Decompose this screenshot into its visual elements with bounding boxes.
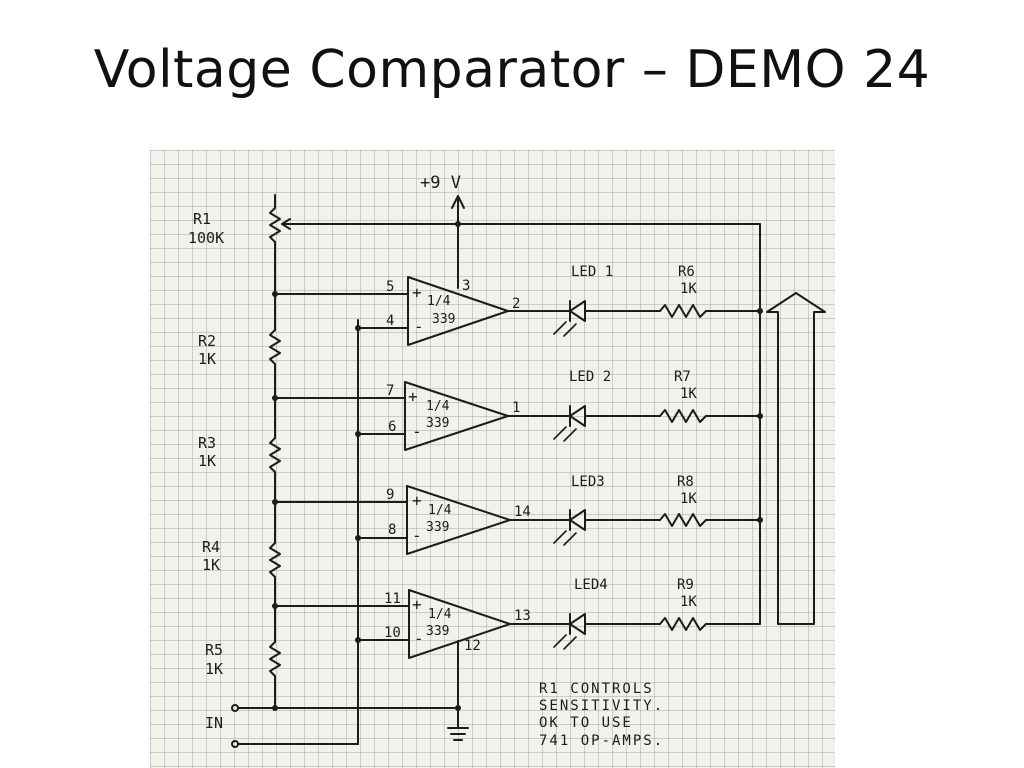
opamp4-plus-pin: 11 [384,591,401,607]
opamp1-minus-pin: 4 [386,313,394,329]
note-line-4: 741 OP-AMPS. [539,733,664,749]
opamp-3 [274,485,551,555]
opamp3-minus-sign: - [412,526,422,545]
opamp3-out-pin: 14 [514,504,531,520]
slide-title: Voltage Comparator – DEMO 24 [93,40,931,100]
r9-value: 1K [680,594,697,610]
r1-wiper-arrow [281,218,451,230]
led1-label: LED 1 [571,264,613,280]
opamp2-minus-pin: 6 [388,419,396,435]
opamp-1 [274,276,551,346]
note-line-1: R1 CONTROLS [539,681,654,697]
led-2 [549,405,661,442]
comparator-schematic: +9 V R1 100K R2 1K R3 1K R4 1K R5 1K IN [188,173,826,749]
r3-name: R3 [198,434,216,452]
r5-name: R5 [205,641,223,659]
opamp4-part: 339 [426,624,449,639]
led4-label: LED4 [574,577,608,593]
opamp1-plus-pin: 5 [386,279,394,295]
r6-name: R6 [678,264,695,280]
r6-value: 1K [680,281,697,297]
opamp1-fraction: 1/4 [427,294,451,309]
r5-value: 1K [205,660,223,678]
input-terminals [231,319,459,748]
opamp3-fraction: 1/4 [428,503,452,518]
led-3 [549,509,661,546]
opamp2-plus-pin: 7 [386,383,394,399]
supply-label: +9 V [420,173,461,193]
r2-value: 1K [198,350,216,368]
led3-label: LED3 [571,474,605,490]
opamp3-minus-pin: 8 [388,522,396,538]
r2-name: R2 [198,332,216,350]
r4-value: 1K [202,556,220,574]
r9-name: R9 [677,577,694,593]
note-line-3: OK TO USE [539,715,633,731]
big-up-arrow-icon [766,292,826,625]
opamp-4 [274,589,551,729]
opamp2-out-pin: 1 [512,400,520,416]
opamp1-supply-pin: 3 [462,278,470,294]
opamp1-part: 339 [432,312,455,327]
opamp2-minus-sign: - [412,422,422,441]
opamp4-fraction: 1/4 [428,607,452,622]
junction-dots [272,221,763,711]
opamp4-ground-pin: 12 [464,638,481,654]
graph-paper: +9 V R1 100K R2 1K R3 1K R4 1K R5 1K IN [150,150,835,768]
r8-value: 1K [680,491,697,507]
r1-name: R1 [193,210,211,228]
note-line-2: SENSITIVITY. [539,698,664,714]
opamp4-minus-sign: - [414,629,424,648]
opamp1-minus-sign: - [414,317,424,336]
opamp2-plus-sign: + [408,387,418,406]
r7-value: 1K [680,386,697,402]
right-resistors [659,223,761,631]
r1-value: 100K [188,229,224,247]
input-label: IN [205,714,223,732]
opamp2-fraction: 1/4 [426,399,450,414]
resistor-ladder [269,194,281,709]
supply-arrow [451,195,465,281]
r8-name: R8 [677,474,694,490]
opamp3-plus-pin: 9 [386,487,394,503]
led-4 [549,613,661,650]
opamp-2 [274,381,551,451]
opamp4-minus-pin: 10 [384,625,401,641]
led2-label: LED 2 [569,369,611,385]
r3-value: 1K [198,452,216,470]
r4-name: R4 [202,538,220,556]
note-block: R1 CONTROLS SENSITIVITY. OK TO USE 741 O… [539,681,664,749]
ground-icon [447,727,469,741]
opamp4-out-pin: 13 [514,608,531,624]
r7-name: R7 [674,369,691,385]
opamp3-plus-sign: + [412,491,422,510]
opamp1-out-pin: 2 [512,296,520,312]
opamp3-part: 339 [426,520,449,535]
opamp1-plus-sign: + [412,283,422,302]
opamp4-plus-sign: + [412,595,422,614]
opamp2-part: 339 [426,416,449,431]
led-1 [549,300,661,337]
